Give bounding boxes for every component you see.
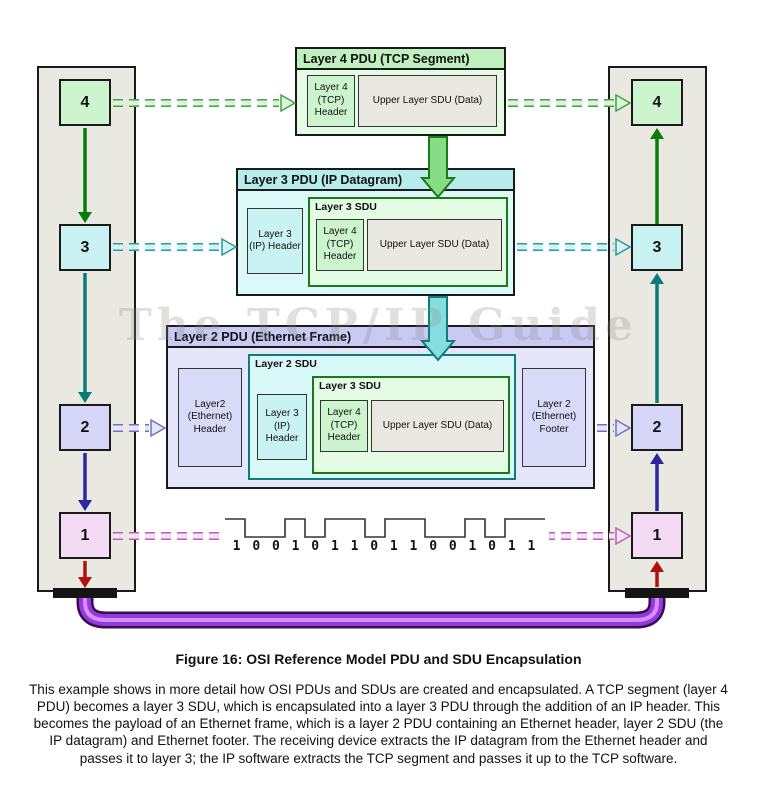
layer2-sdu-label: Layer 2 SDU	[255, 358, 317, 370]
layer3-pdu-body: Layer 3 (IP) Header Layer 3 SDU Layer 4 …	[238, 191, 513, 292]
right-stack-layer-4: 4	[631, 79, 683, 126]
layer1-bits: 1 0 0 1 0 1 1 0 1 1 0 0 1 0 1 1	[232, 539, 538, 554]
layer2-sdu-frame: Layer 2 SDU Layer 3 (IP) Header Layer 3 …	[248, 354, 516, 480]
layer2-pdu-box: Layer 2 PDU (Ethernet Frame) Layer2 (Eth…	[166, 325, 595, 489]
figure-description: This example shows in more detail how OS…	[29, 682, 728, 766]
layer2-l3-sdu-frame: Layer 3 SDU Layer 4 (TCP) Header Upper L…	[312, 376, 510, 474]
layer4-upper-sdu-cell: Upper Layer SDU (Data)	[358, 75, 497, 127]
layer3-sdu-frame: Layer 3 SDU Layer 4 (TCP) Header Upper L…	[308, 197, 508, 287]
left-stack-layer-1: 1	[59, 512, 111, 559]
layer3-upper-sdu-cell: Upper Layer SDU (Data)	[367, 219, 502, 271]
layer2-tcp-header-cell: Layer 4 (TCP) Header	[320, 400, 368, 452]
layer2-ip-header-cell: Layer 3 (IP) Header	[257, 394, 307, 460]
layer3-ip-header-cell: Layer 3 (IP) Header	[247, 208, 303, 274]
layer4-pdu-box: Layer 4 PDU (TCP Segment) Layer 4 (TCP) …	[295, 47, 506, 136]
right-stack-layer-1: 1	[631, 512, 683, 559]
figure-caption: Figure 16: OSI Reference Model PDU and S…	[175, 651, 582, 667]
layer2-eth-footer-cell: Layer 2 (Ethernet) Footer	[522, 368, 586, 467]
layer1-bitstream-box: 1 0 0 1 0 1 1 0 1 1 0 0 1 0 1 1	[221, 509, 549, 559]
layer2-eth-header-cell: Layer2 (Ethernet) Header	[178, 368, 242, 467]
left-stack-layer-3: 3	[59, 224, 111, 271]
dashed-arrow-layer4-left	[113, 93, 297, 113]
layer3-sdu-label: Layer 3 SDU	[315, 201, 377, 213]
layer3-pdu-title: Layer 3 PDU (IP Datagram)	[238, 170, 513, 191]
layer2-pdu-body: Layer2 (Ethernet) Header Layer 2 SDU Lay…	[168, 348, 593, 485]
layer3-tcp-header-cell: Layer 4 (TCP) Header	[316, 219, 364, 271]
layer4-pdu-title: Layer 4 PDU (TCP Segment)	[297, 49, 504, 70]
right-stack-layer-3: 3	[631, 224, 683, 271]
right-stack-layer-2: 2	[631, 404, 683, 451]
layer2-pdu-title: Layer 2 PDU (Ethernet Frame)	[168, 327, 593, 348]
layer2-l3-sdu-label: Layer 3 SDU	[319, 380, 381, 392]
network-cable	[76, 598, 666, 629]
left-stack-layer-2: 2	[59, 404, 111, 451]
layer4-tcp-header-cell: Layer 4 (TCP) Header	[307, 75, 355, 127]
layer4-pdu-body: Layer 4 (TCP) Header Upper Layer SDU (Da…	[297, 70, 504, 132]
layer3-pdu-box: Layer 3 PDU (IP Datagram) Layer 3 (IP) H…	[236, 168, 515, 296]
left-stack-layer-4: 4	[59, 79, 111, 126]
digital-waveform	[225, 518, 545, 538]
layer2-upper-sdu-cell: Upper Layer SDU (Data)	[371, 400, 504, 452]
